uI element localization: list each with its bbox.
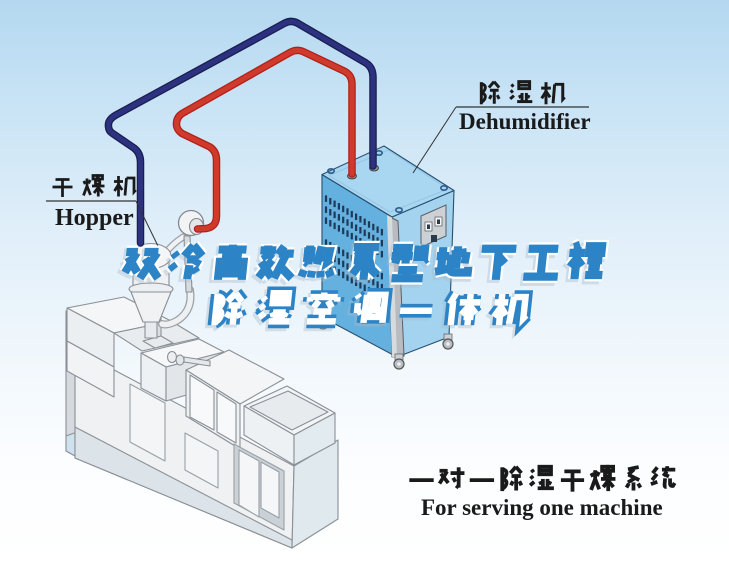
- svg-text:Dehumidifier: Dehumidifier: [459, 109, 591, 134]
- svg-text:Hopper: Hopper: [55, 205, 134, 231]
- svg-text:For serving one machine: For serving one machine: [421, 495, 663, 520]
